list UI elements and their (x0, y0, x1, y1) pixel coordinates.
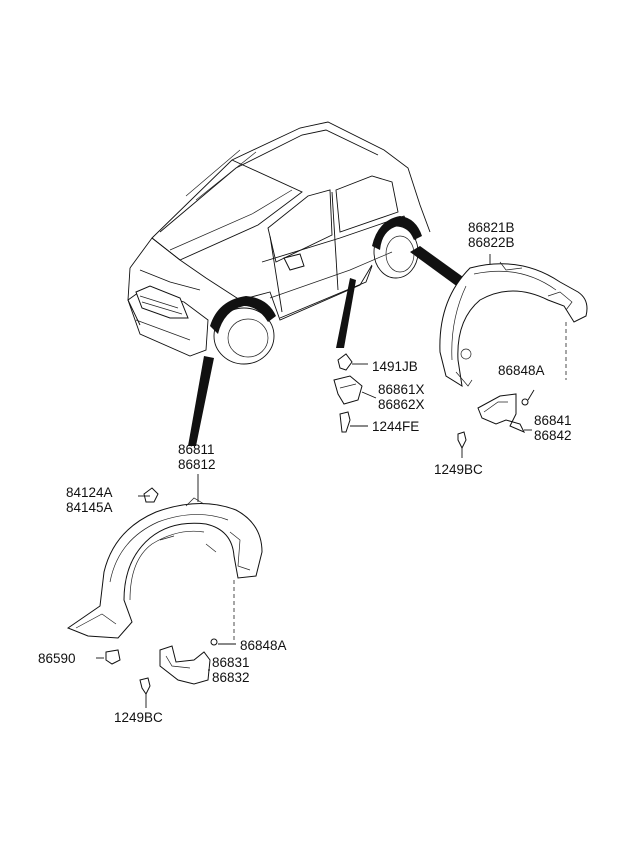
label-rear-flap-1: 86841 (534, 413, 572, 428)
front-nut-icon (210, 638, 218, 646)
label-bracket-2: 86862X (378, 397, 425, 412)
clip-1491jb-icon (337, 353, 353, 371)
label-rear-flap-2: 86842 (534, 428, 572, 443)
front-wheel-liner (66, 497, 263, 639)
front-plug-icon (105, 649, 121, 665)
front-mud-flap (159, 645, 211, 685)
label-front-clip-1: 84124A (66, 485, 113, 500)
rear-leader-wedge (410, 246, 470, 290)
rear-mud-flap (477, 393, 526, 433)
label-front-flap-2: 86832 (212, 670, 250, 685)
label-clip-1491jb: 1491JB (372, 359, 418, 374)
label-front-plug: 86590 (38, 651, 76, 666)
sill-leader-wedge (336, 278, 356, 348)
rear-wheel-liner (439, 261, 588, 388)
label-front-clip-2: 84145A (66, 500, 113, 515)
bolt-1244fe-icon (339, 411, 351, 433)
label-rear-nut: 86848A (498, 363, 545, 378)
front-screw-icon (139, 677, 151, 695)
label-rear-liner-2: 86822B (468, 235, 515, 250)
label-front-liner-1: 86811 (178, 442, 215, 457)
rear-screw-icon (457, 431, 467, 450)
rear-nut-icon (521, 398, 529, 406)
label-bracket-1: 86861X (378, 382, 425, 397)
label-rear-liner-1: 86821B (468, 220, 515, 235)
front-clip-icon (143, 487, 159, 503)
label-bolt-1244fe: 1244FE (372, 419, 419, 434)
front-leader-wedge (188, 356, 214, 446)
vehicle-illustration (127, 121, 431, 365)
label-front-nut: 86848A (240, 638, 287, 653)
label-front-liner-2: 86812 (178, 457, 216, 472)
label-rear-screw: 1249BC (434, 462, 483, 477)
label-front-screw: 1249BC (114, 710, 163, 725)
bracket-icon (333, 375, 363, 405)
label-front-flap-1: 86831 (212, 655, 250, 670)
